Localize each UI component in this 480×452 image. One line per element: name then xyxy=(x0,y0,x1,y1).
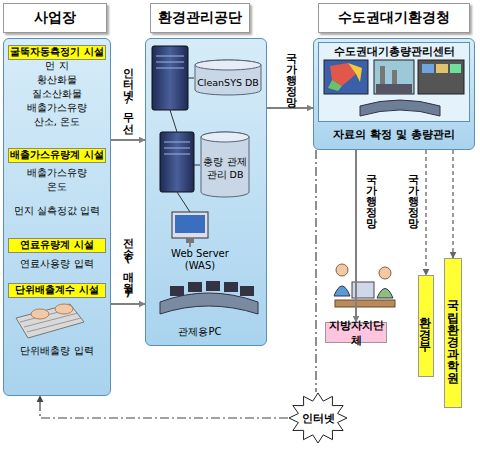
office-panel: 자료의 확정 및 총량관리 수도권대기총량관리센터 xyxy=(313,38,475,150)
cylinder-top xyxy=(195,60,261,70)
node-label: 지방자치단체 xyxy=(326,318,386,348)
item-text: 관제용PC xyxy=(168,326,232,338)
item-text: 먼 지 xyxy=(8,60,106,72)
agency-header: 환경관리공단 xyxy=(150,3,250,33)
cylinder-body xyxy=(195,60,261,95)
item-text: 먼지 실측정값 입력 xyxy=(5,205,109,217)
facility-box: 배출가스유량계 시설 xyxy=(8,148,106,163)
people-illustration xyxy=(336,264,348,276)
node-label: 수도권대기환경청 xyxy=(338,9,450,27)
item-text: 배출가스유량 xyxy=(8,102,106,114)
people-illustration xyxy=(335,300,395,307)
agency-panel: Web Server (WAS) 관제용PC CleanSYS DB 총량 관제관리 … xyxy=(145,38,267,346)
edge-label-box: 인터넷/무선 xyxy=(117,52,139,134)
node-label: 사업장 xyxy=(34,9,76,27)
edge-label-box: 전송(매월) xyxy=(117,228,139,300)
edge-label: 인터넷/무선 xyxy=(121,60,135,127)
connector-arrow xyxy=(452,150,453,258)
item-text: Web Server (WAS) xyxy=(163,248,237,272)
item-text: 배출가스유량 xyxy=(8,167,106,179)
people-illustration xyxy=(377,289,393,299)
starburst-outline xyxy=(289,393,347,443)
item-text: 온도 xyxy=(8,181,106,193)
edge-label-box: 국가행정망 xyxy=(361,160,381,226)
database-cylinder: CleanSYS DB xyxy=(194,60,262,96)
node-label: 배출가스유량계 시설 xyxy=(10,149,103,162)
edge-label: 국가행정망 xyxy=(364,166,378,221)
edge-label-box: 국가행정망 xyxy=(403,160,423,226)
facility-box: 굴뚝자동측정기 시설 xyxy=(8,45,106,60)
internet-burst: 인터넷 xyxy=(288,392,348,444)
node-label: 총량 관제관리 DB xyxy=(200,156,250,182)
connector-arrow xyxy=(267,107,313,109)
connector-arrow xyxy=(40,396,288,418)
node-label: 단위배출계수 시설 xyxy=(15,284,98,297)
database-cylinder: 총량 관제관리 DB xyxy=(200,132,250,198)
cylinder-body xyxy=(201,132,249,197)
people-illustration xyxy=(379,267,391,279)
item-text: 질소산화물 xyxy=(8,88,106,100)
institute-bar: 국립환경과학원 xyxy=(444,258,462,408)
connector-arrow xyxy=(111,139,145,141)
node-label: 환경부 xyxy=(419,308,433,344)
item-text: 연료사용량 입력 xyxy=(8,258,106,270)
node-label: 국립환경과학원 xyxy=(445,291,461,375)
node-label: 수도권대기총량관리센터 xyxy=(334,45,455,59)
node-label: 연료유량계 시설 xyxy=(20,239,93,252)
edge-label: 국가행정망 xyxy=(284,45,298,100)
edge-label: 전송(매월) xyxy=(121,230,135,298)
node-label: CleanSYS DB xyxy=(197,77,259,88)
site-panel: 먼 지황산화물질소산화물배출가스유량산소, 온도배출가스유량온도먼지 실측정값 … xyxy=(3,38,111,396)
item-text: 단위배출량 입력 xyxy=(8,345,106,357)
node-label: 굴뚝자동측정기 시설 xyxy=(10,46,103,59)
connector-arrow xyxy=(111,303,145,305)
office-header: 수도권대기환경청 xyxy=(318,3,470,33)
item-text: 산소, 온도 xyxy=(8,116,106,128)
people-illustration xyxy=(334,286,350,296)
item-text: 자료의 확정 및 총량관리 xyxy=(318,129,470,141)
people-illustration xyxy=(352,282,374,298)
local-gov-box: 지방자치단체 xyxy=(325,322,387,343)
item-text: 황산화물 xyxy=(8,74,106,86)
facility-box: 연료유량계 시설 xyxy=(8,238,106,253)
connector-arrow xyxy=(425,150,426,275)
site-header: 사업장 xyxy=(3,3,107,33)
people-illustration xyxy=(334,264,395,307)
cylinder-top xyxy=(201,132,249,142)
ministry-bar: 환경부 xyxy=(418,275,434,377)
center-box: 수도권대기총량관리센터 xyxy=(318,42,470,122)
facility-box: 단위배출계수 시설 xyxy=(8,283,106,298)
edge-label-box: 국가행정망 xyxy=(280,40,302,104)
edge-label: 국가행정망 xyxy=(406,166,420,221)
connector-arrow xyxy=(355,150,357,322)
node-label: 인터넷 xyxy=(302,411,335,426)
connector-arrow xyxy=(315,150,316,392)
node-label: 환경관리공단 xyxy=(158,9,242,27)
